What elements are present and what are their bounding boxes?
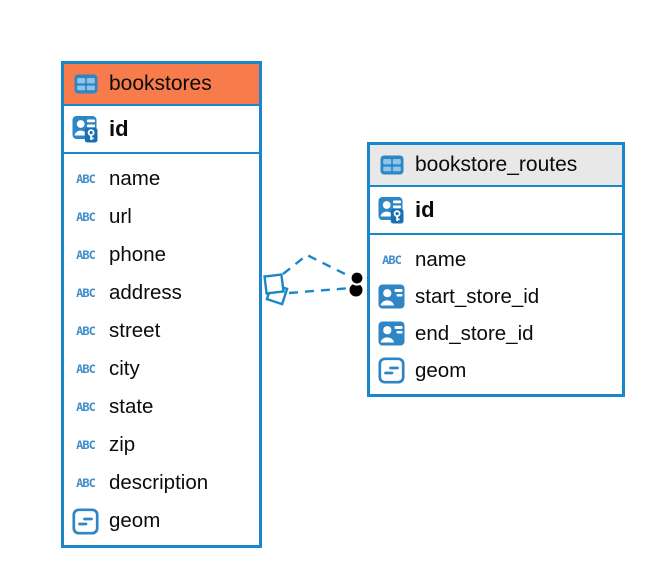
text-type-icon: ABC	[76, 400, 96, 414]
column-name: url	[109, 205, 132, 228]
relationship-endpoint-dot-2	[349, 283, 363, 297]
relationship-line-group[interactable]	[263, 253, 365, 306]
text-type-icon: ABC	[76, 286, 96, 300]
column-name: end_store_id	[415, 321, 534, 345]
column-row[interactable]: ABC phone	[64, 236, 259, 274]
column-name: geom	[415, 358, 467, 382]
table-header[interactable]: bookstores	[64, 64, 259, 106]
column-row[interactable]: ABC zip	[64, 426, 259, 464]
text-type-icon: ABC	[76, 172, 96, 186]
column-row[interactable]: ABC name	[64, 160, 259, 198]
column-name: zip	[109, 433, 136, 456]
primary-key-id-icon	[377, 196, 406, 224]
primary-key-row[interactable]: id	[64, 106, 259, 154]
table-name: bookstores	[109, 72, 212, 95]
column-name: state	[109, 395, 154, 418]
geometry-type-icon	[377, 357, 406, 384]
text-type-icon: ABC	[76, 210, 96, 224]
column-name: geom	[109, 509, 161, 532]
foreign-key-ref-icon	[377, 283, 406, 310]
primary-key-row[interactable]: id	[370, 187, 622, 235]
text-type-icon: ABC	[76, 438, 96, 452]
relationship-squares-marker	[263, 273, 289, 306]
column-row[interactable]: ABC url	[64, 198, 259, 236]
column-row[interactable]: ABC state	[64, 388, 259, 426]
column-row[interactable]: start_store_id	[370, 278, 622, 315]
text-type-icon: ABC	[76, 248, 96, 262]
table-name: bookstore_routes	[415, 153, 578, 176]
text-type-icon: ABC	[382, 252, 402, 267]
relationship-endpoint-dot-1	[349, 270, 365, 286]
column-name: city	[109, 357, 140, 380]
foreign-key-ref-icon	[377, 320, 406, 347]
column-row[interactable]: end_store_id	[370, 315, 622, 352]
column-name: description	[109, 471, 209, 494]
text-type-icon: ABC	[76, 476, 96, 490]
column-row[interactable]: ABC description	[64, 464, 259, 502]
table-header[interactable]: bookstore_routes	[370, 145, 622, 187]
primary-key-name: id	[109, 116, 129, 141]
column-name: name	[109, 167, 161, 190]
table-icon	[377, 155, 406, 175]
column-row[interactable]: geom	[370, 352, 622, 389]
column-name: street	[109, 319, 161, 342]
column-row[interactable]: ABC name	[370, 241, 622, 278]
text-type-icon: ABC	[76, 324, 96, 338]
column-row[interactable]: geom	[64, 502, 259, 540]
column-name: start_store_id	[415, 284, 540, 308]
primary-key-id-icon	[71, 115, 100, 143]
table-icon	[71, 74, 100, 94]
geometry-type-icon	[71, 507, 100, 535]
relationship-line-1[interactable]	[282, 253, 352, 279]
text-type-icon: ABC	[76, 362, 96, 376]
column-row[interactable]: ABC city	[64, 350, 259, 388]
column-name: name	[415, 247, 467, 271]
column-name: address	[109, 281, 182, 304]
column-row[interactable]: ABC address	[64, 274, 259, 312]
column-row[interactable]: ABC street	[64, 312, 259, 350]
relationship-line-2[interactable]	[288, 286, 352, 295]
column-name: phone	[109, 243, 167, 266]
primary-key-name: id	[415, 197, 435, 222]
